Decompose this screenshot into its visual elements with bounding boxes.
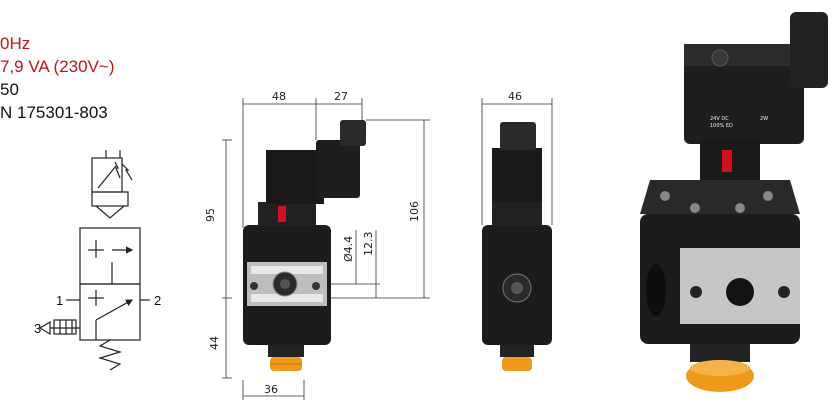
coil-voltage-label: 24V DC bbox=[710, 116, 729, 122]
valve-lower-box bbox=[66, 283, 150, 341]
dim-44: 44 bbox=[208, 336, 221, 350]
spec-frequency: 0Hz bbox=[0, 34, 31, 53]
coil-watt-label: 2W bbox=[760, 116, 768, 122]
front-view-drawing bbox=[243, 120, 366, 371]
dim-106: 106 bbox=[408, 201, 421, 222]
dim-12-3: 12.3 bbox=[362, 232, 375, 257]
side-view-drawing bbox=[482, 122, 552, 371]
coil-connector-plug bbox=[790, 12, 828, 88]
dim-48: 48 bbox=[272, 90, 286, 103]
dim-36: 36 bbox=[264, 383, 278, 396]
spec-power: 7,9 VA (230V~) bbox=[0, 57, 115, 76]
dim-27: 27 bbox=[334, 90, 348, 103]
spec-line-3: 50 bbox=[0, 80, 19, 99]
dim-diameter: Ø4.4 bbox=[342, 236, 355, 262]
spring-return-symbol bbox=[97, 339, 123, 371]
port-label-3: 3 bbox=[34, 321, 41, 336]
dim-46: 46 bbox=[508, 90, 522, 103]
solenoid-actuator-symbol bbox=[91, 150, 133, 193]
dim-95: 95 bbox=[204, 208, 217, 222]
port-opening bbox=[726, 278, 754, 306]
exhaust-silencer-symbol bbox=[38, 319, 80, 336]
valve-top-plate bbox=[640, 180, 800, 214]
spec-part-number: N 175301-803 bbox=[0, 103, 108, 122]
front-view-dimension-lines bbox=[222, 98, 430, 400]
coil-duty-label: 100% ED bbox=[710, 123, 733, 129]
pneumatic-symbol bbox=[38, 150, 150, 371]
side-view-dimension-lines bbox=[481, 98, 553, 225]
indicator-window bbox=[722, 150, 732, 172]
port-label-1: 1 bbox=[56, 293, 63, 308]
product-3d-render: 24V DC 100% ED 2W bbox=[640, 12, 828, 392]
pilot-triangle-symbol bbox=[91, 191, 129, 219]
valve-upper-box bbox=[79, 227, 141, 285]
spec-text-block: 0Hz 7,9 VA (230V~) 50 N 175301-803 bbox=[0, 32, 115, 124]
solenoid-coil bbox=[684, 44, 804, 144]
port-label-2: 2 bbox=[154, 293, 161, 308]
